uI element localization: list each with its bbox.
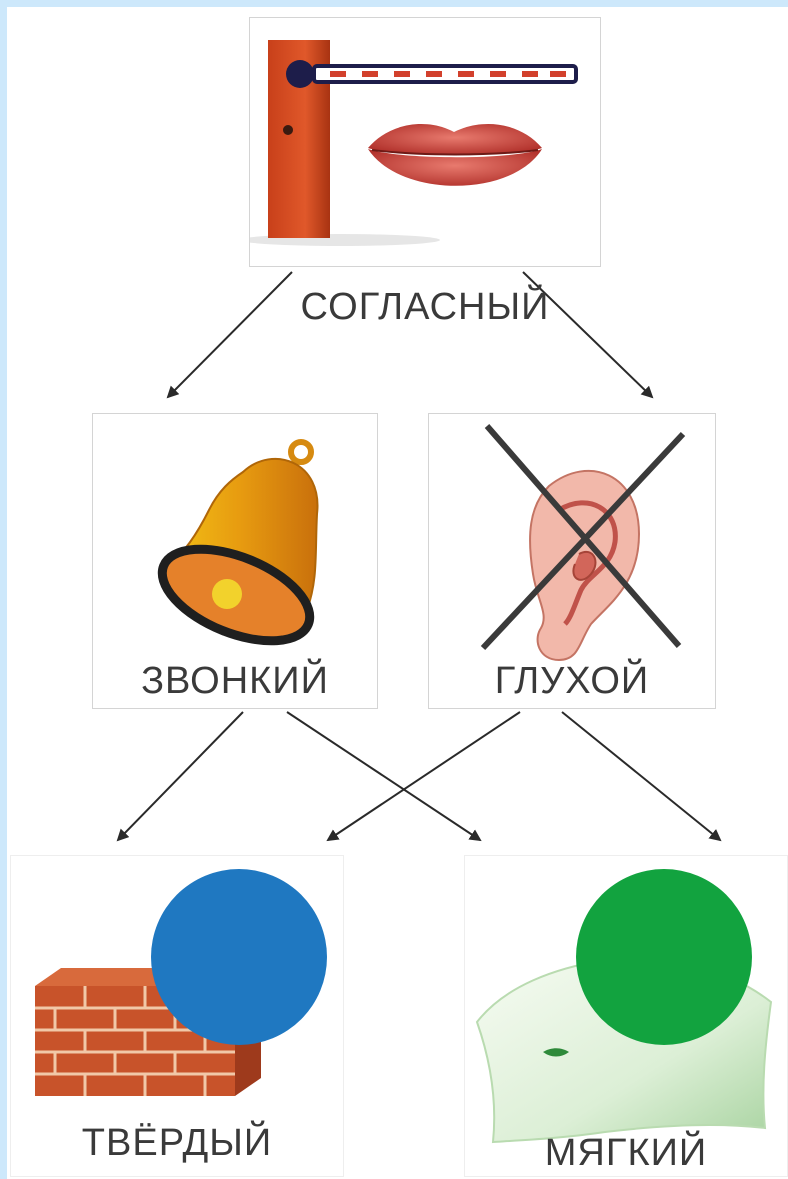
soft-card [464,855,788,1177]
arrow-voiced-to-hard [116,711,244,842]
crossed-ear-icon [480,424,686,662]
voiced-card [92,413,378,709]
bell-icon [157,439,319,646]
arrow-voiceless-to-hard [326,711,521,842]
hard-card [10,855,344,1177]
soft-circle [576,869,752,1045]
barrier-icon [250,40,578,246]
hard-label: ТВЁРДЫЙ [81,1122,273,1164]
soft-label: МЯГКИЙ [544,1132,708,1174]
arrow-consonant-to-voiced [166,271,293,399]
voiced-label: ЗВОНКИЙ [141,660,329,702]
lips-icon [368,124,542,186]
arrow-voiced-to-soft [286,711,482,842]
arrow-voiceless-to-soft [561,711,722,842]
arrow-consonant-to-voiceless [522,271,654,399]
hard-circle [151,869,327,1045]
consonant-label: СОГЛАСНЫЙ [300,286,550,328]
consonant-card [249,17,601,267]
voiceless-card [428,413,716,709]
voiceless-label: ГЛУХОЙ [494,660,650,702]
